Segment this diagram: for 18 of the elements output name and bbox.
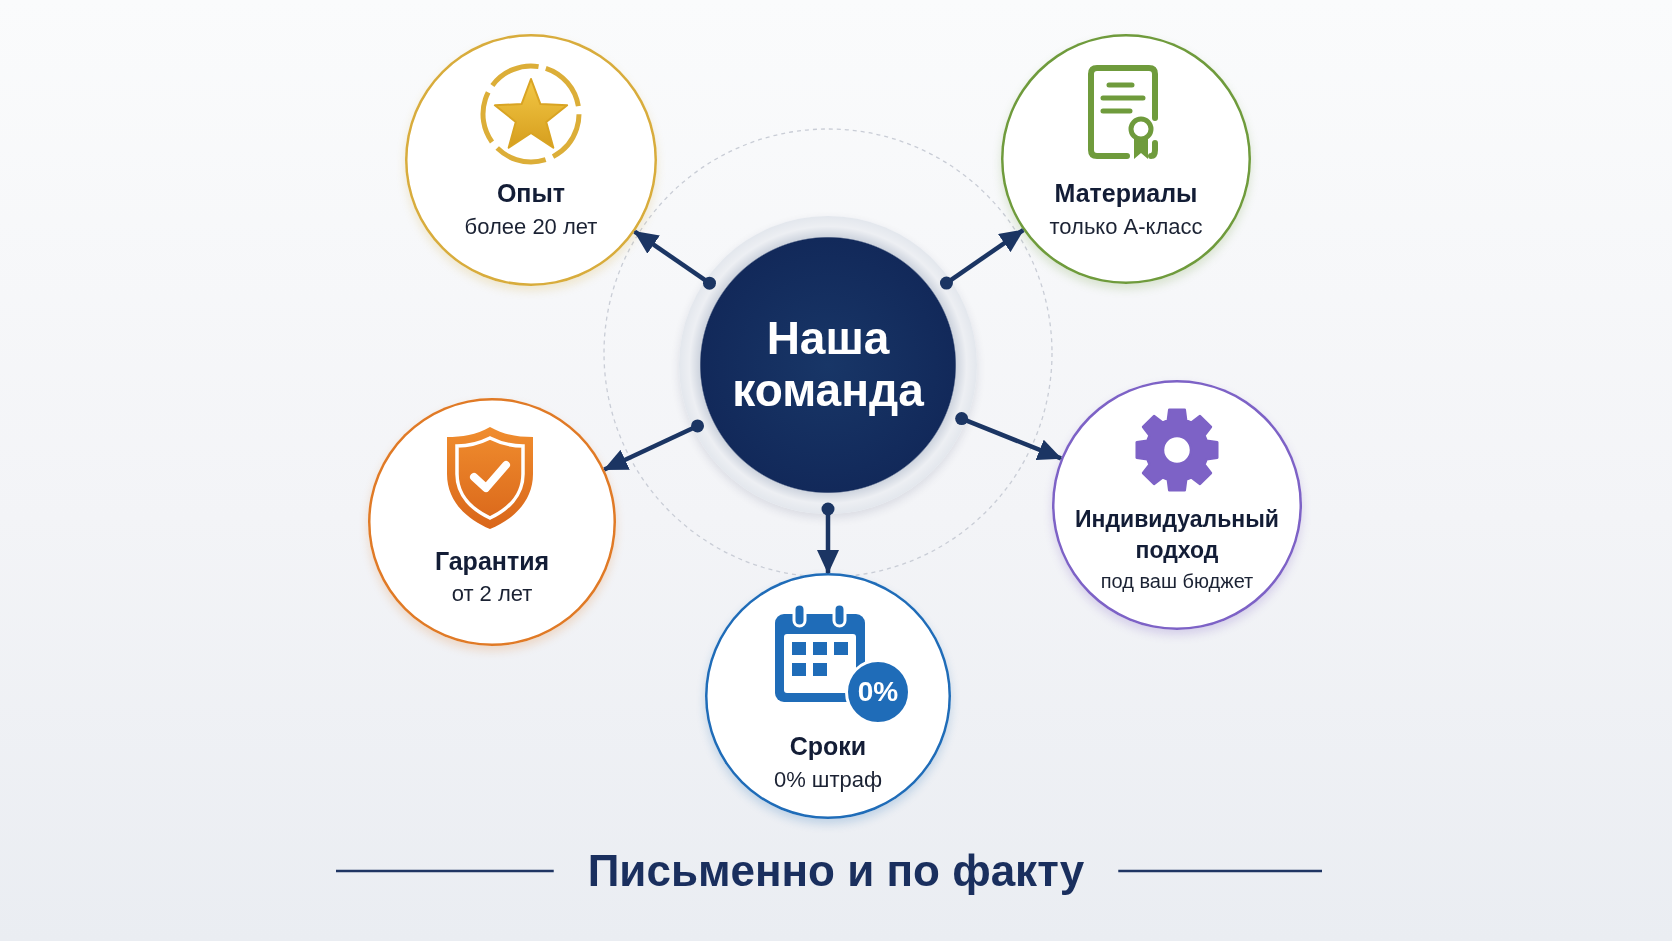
feature-title: Материалы xyxy=(1054,178,1198,208)
feature-subtitle: от 2 лет xyxy=(451,580,533,608)
percent-badge: 0% xyxy=(845,659,911,725)
feature-title: Сроки xyxy=(789,731,867,761)
feature-subtitle: под ваш бюджет xyxy=(1100,569,1254,594)
arrow xyxy=(603,419,705,472)
feature-title: Опыт xyxy=(496,178,566,208)
feature-title: Индивидуальный подход xyxy=(1074,504,1280,565)
feature-subtitle: только А-класс xyxy=(1049,213,1203,241)
caption-text: Письменно и по факту xyxy=(587,845,1085,897)
arrow xyxy=(817,502,839,574)
arrow xyxy=(633,229,716,290)
arrow xyxy=(955,412,1062,461)
feature-title: Гарантия xyxy=(434,546,550,576)
arrow xyxy=(939,228,1025,290)
feature-subtitle: 0% штраф xyxy=(773,766,883,794)
hub-title: Наша команда xyxy=(731,312,925,416)
feature-subtitle: более 20 лет xyxy=(464,213,598,241)
